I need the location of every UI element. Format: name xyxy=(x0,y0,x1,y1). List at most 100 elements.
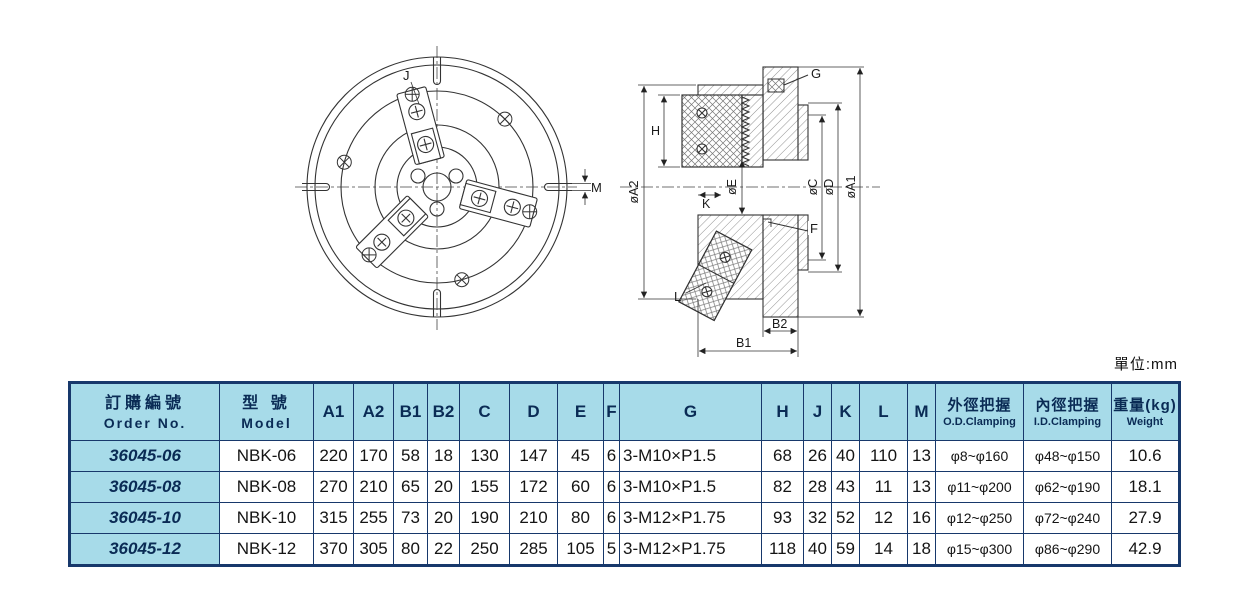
header-m: M xyxy=(907,382,936,441)
cell-h: 82 xyxy=(761,471,804,503)
cell-a2: 170 xyxy=(353,440,394,472)
cell-h: 118 xyxy=(761,533,804,566)
mounting-screw-icons xyxy=(336,86,538,288)
header-f: F xyxy=(603,382,620,441)
cell-a2: 305 xyxy=(353,533,394,566)
cell-od-clamping: φ8~φ160 xyxy=(935,440,1024,472)
cell-e: 45 xyxy=(557,440,604,472)
cell-g: 3-M10×P1.5 xyxy=(619,471,762,503)
header-a1: A1 xyxy=(313,382,354,441)
cell-a1: 220 xyxy=(313,440,354,472)
label-c: øC xyxy=(806,179,820,196)
header-g: G xyxy=(619,382,762,441)
cell-model: NBK-12 xyxy=(219,533,314,566)
header-j: J xyxy=(803,382,832,441)
header-b1: B1 xyxy=(393,382,428,441)
cell-j: 26 xyxy=(803,440,832,472)
cell-k: 40 xyxy=(831,440,860,472)
cell-m: 13 xyxy=(907,440,936,472)
cell-a1: 270 xyxy=(313,471,354,503)
cell-l: 14 xyxy=(859,533,908,566)
bottom-jaw-section xyxy=(678,230,753,322)
cell-m: 13 xyxy=(907,471,936,503)
header-d: D xyxy=(509,382,558,441)
cell-order-no: 36045-06 xyxy=(69,440,220,472)
cell-b1: 80 xyxy=(393,533,428,566)
header-k: K xyxy=(831,382,860,441)
cell-a2: 210 xyxy=(353,471,394,503)
header-h: H xyxy=(761,382,804,441)
label-b1: B1 xyxy=(736,336,751,350)
cell-k: 43 xyxy=(831,471,860,503)
cell-j: 32 xyxy=(803,502,832,534)
cell-c: 250 xyxy=(459,533,510,566)
label-g: G xyxy=(811,66,821,81)
label-j: J xyxy=(403,68,410,83)
cell-od-clamping: φ11~φ200 xyxy=(935,471,1024,503)
cell-order-no: 36045-08 xyxy=(69,471,220,503)
label-k: K xyxy=(702,197,711,211)
cell-b2: 18 xyxy=(427,440,460,472)
cell-l: 12 xyxy=(859,502,908,534)
cell-e: 105 xyxy=(557,533,604,566)
cell-f: 6 xyxy=(603,440,620,472)
cell-model: NBK-08 xyxy=(219,471,314,503)
dim-m xyxy=(548,169,591,205)
cell-h: 93 xyxy=(761,502,804,534)
cell-a2: 255 xyxy=(353,502,394,534)
label-d: øD xyxy=(822,179,836,196)
cell-c: 130 xyxy=(459,440,510,472)
cell-d: 210 xyxy=(509,502,558,534)
cell-id-clamping: φ72~φ240 xyxy=(1023,502,1112,534)
chuck-body-circles xyxy=(306,56,568,318)
cell-f: 6 xyxy=(603,471,620,503)
cell-c: 190 xyxy=(459,502,510,534)
cell-id-clamping: φ48~φ150 xyxy=(1023,440,1112,472)
unit-label: 單位:mm xyxy=(1113,356,1178,373)
cell-order-no: 36045-12 xyxy=(69,533,220,566)
cell-b1: 73 xyxy=(393,502,428,534)
cell-l: 110 xyxy=(859,440,908,472)
label-a1: øA1 xyxy=(844,175,858,198)
cell-c: 155 xyxy=(459,471,510,503)
cell-f: 5 xyxy=(603,533,620,566)
cell-f: 6 xyxy=(603,502,620,534)
cell-order-no: 36045-10 xyxy=(69,502,220,534)
label-m: M xyxy=(591,180,602,195)
cell-b2: 22 xyxy=(427,533,460,566)
side-view-drawing: G F L xyxy=(620,66,880,357)
cell-a1: 315 xyxy=(313,502,354,534)
cell-j: 28 xyxy=(803,471,832,503)
cell-weight: 42.9 xyxy=(1111,533,1180,566)
cell-k: 59 xyxy=(831,533,860,566)
label-b2: B2 xyxy=(772,317,787,331)
header-l: L xyxy=(859,382,908,441)
cell-g: 3-M12×P1.75 xyxy=(619,533,762,566)
cell-m: 16 xyxy=(907,502,936,534)
cell-od-clamping: φ12~φ250 xyxy=(935,502,1024,534)
header-a2: A2 xyxy=(353,382,394,441)
top-jaw-section xyxy=(681,94,764,168)
cell-weight: 27.9 xyxy=(1111,502,1180,534)
cell-a1: 370 xyxy=(313,533,354,566)
cell-b1: 65 xyxy=(393,471,428,503)
cell-weight: 10.6 xyxy=(1111,440,1180,472)
cell-model: NBK-06 xyxy=(219,440,314,472)
cell-id-clamping: φ86~φ290 xyxy=(1023,533,1112,566)
label-l: L xyxy=(674,289,681,304)
label-f: F xyxy=(810,221,818,236)
cell-b2: 20 xyxy=(427,502,460,534)
header-c: C xyxy=(459,382,510,441)
cell-od-clamping: φ15~φ300 xyxy=(935,533,1024,566)
f-feature xyxy=(763,218,809,232)
cell-h: 68 xyxy=(761,440,804,472)
